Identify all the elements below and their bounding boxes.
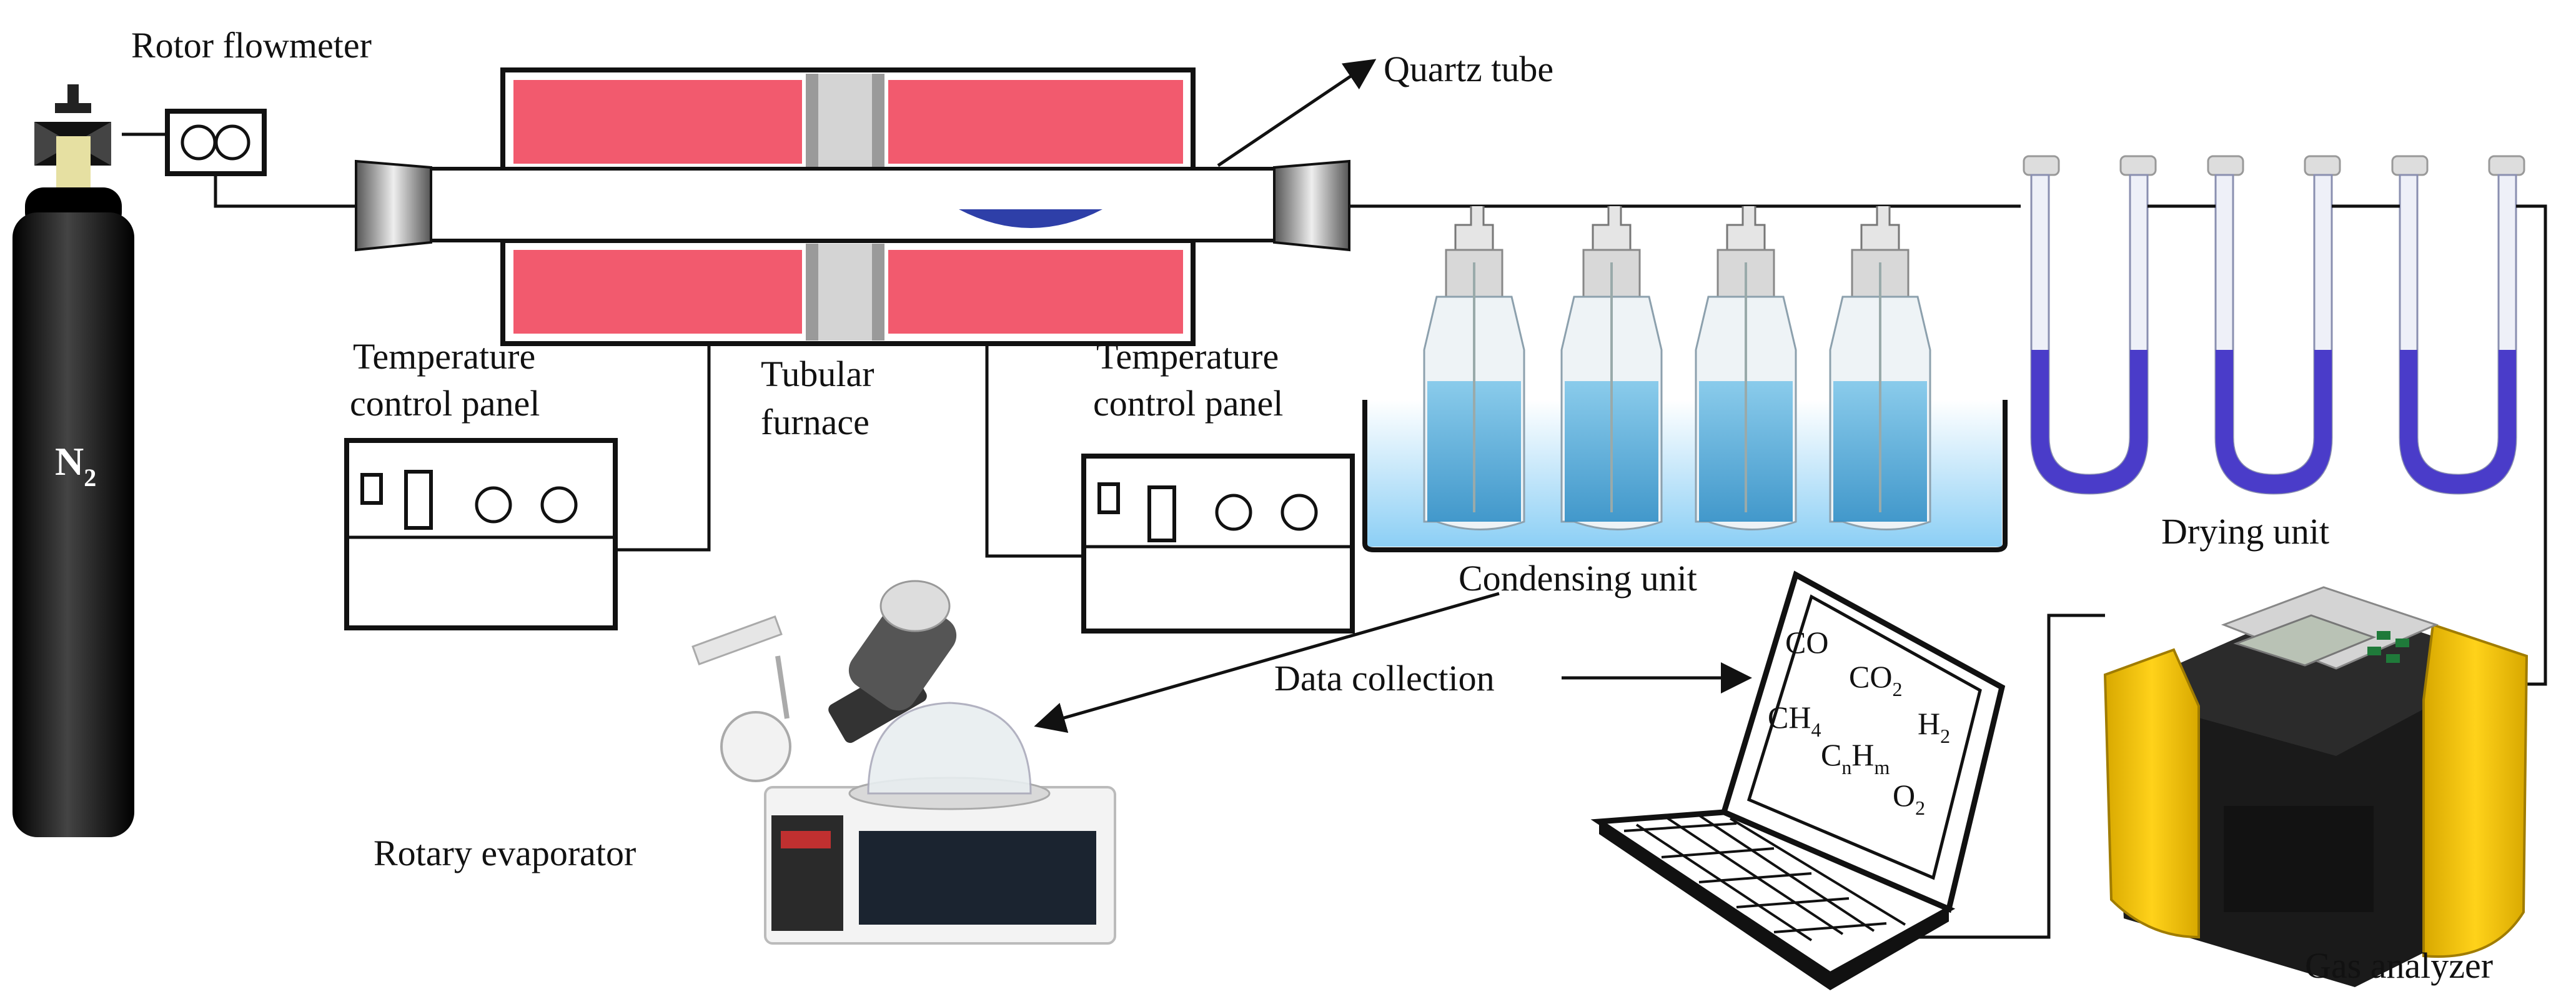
drying-unit-label: Drying unit: [2161, 511, 2329, 552]
rotor-flowmeter-label: Rotor flowmeter: [131, 25, 372, 66]
gas-washing-bottle-1: [1423, 206, 1525, 530]
temp-panel-left-label-1: Temperature: [353, 336, 535, 377]
cylinder-label-sub: 2: [84, 464, 96, 492]
quartz-tube-pointer: [1217, 59, 1377, 167]
screen-gas-cnhm-h: H: [1851, 737, 1874, 772]
screen-gas-co2: CO: [1849, 659, 1892, 694]
quartz-tube-label: Quartz tube: [1384, 49, 1553, 89]
screen-gas-cnhm-m: m: [1874, 756, 1890, 778]
gas-washing-bottle-2: [1560, 206, 1663, 530]
tubular-furnace-label-1: Tubular: [761, 354, 874, 394]
screen-gas-h2: H: [1918, 706, 1940, 741]
temperature-control-panel-left: [344, 438, 618, 630]
rotor-flowmeter: [165, 109, 267, 176]
temperature-control-panel-right: [1081, 454, 1355, 634]
nitrogen-cylinder: N2: [12, 84, 134, 837]
screen-gas-cnhm-c: C: [1821, 737, 1841, 772]
svg-text:O2: O2: [1893, 778, 1925, 819]
svg-text:H2: H2: [1918, 706, 1950, 747]
screen-gas-ch4: CH: [1768, 700, 1811, 735]
rotary-evaporator: [691, 580, 1116, 945]
rotary-evaporator-label: Rotary evaporator: [374, 833, 636, 873]
screen-gas-co: CO: [1785, 625, 1828, 660]
sample-boat: [959, 209, 1102, 228]
screen-gas-o2-sub: 2: [1915, 797, 1925, 819]
quartz-tube: [355, 159, 1350, 252]
wire-right-panel: [985, 344, 1084, 558]
u-tube-3: [2391, 155, 2525, 495]
temp-panel-left-label-2: control panel: [350, 383, 540, 424]
gas-washing-bottle-3: [1695, 206, 1797, 530]
cylinder-label: N: [55, 439, 84, 484]
screen-gas-h2-sub: 2: [1940, 725, 1950, 747]
temp-panel-right-label-1: Temperature: [1096, 336, 1279, 377]
cable-laptop-to-analyzer: [1915, 614, 2105, 939]
temp-panel-right-label-2: control panel: [1093, 383, 1283, 424]
gas-analyzer: [2103, 586, 2529, 987]
screen-gas-co2-sub: 2: [1892, 678, 1902, 700]
svg-text:N2: N2: [55, 439, 96, 492]
gas-line-drying-to-analyzer: [2511, 204, 2547, 686]
drying-unit: [2023, 155, 2525, 495]
data-collection-label: Data collection: [1274, 658, 1495, 698]
gas-analyzer-label: Gas analyzer: [2305, 945, 2493, 986]
screen-gas-o2: O: [1893, 778, 1915, 813]
screen-gas-ch4-sub: 4: [1811, 718, 1821, 741]
svg-text:CO2: CO2: [1849, 659, 1902, 700]
gas-line-flowmeter-to-tube: [214, 174, 369, 208]
svg-text:CnHm: CnHm: [1821, 737, 1890, 778]
u-tube-1: [2023, 155, 2157, 495]
condensing-unit-label: Condensing unit: [1459, 558, 1697, 599]
wire-left-panel: [615, 344, 711, 552]
tubular-furnace-label-2: furnace: [761, 402, 869, 442]
condensing-unit: [1362, 206, 2008, 552]
screen-gas-cnhm-n: n: [1841, 756, 1851, 778]
tubular-furnace: [500, 67, 1196, 346]
gas-washing-bottle-4: [1829, 206, 1931, 530]
u-tube-2: [2207, 155, 2341, 495]
svg-text:CH4: CH4: [1768, 700, 1821, 741]
arrow-condensing-to-evaporator: [1034, 592, 1500, 733]
laptop: [1590, 570, 2006, 990]
